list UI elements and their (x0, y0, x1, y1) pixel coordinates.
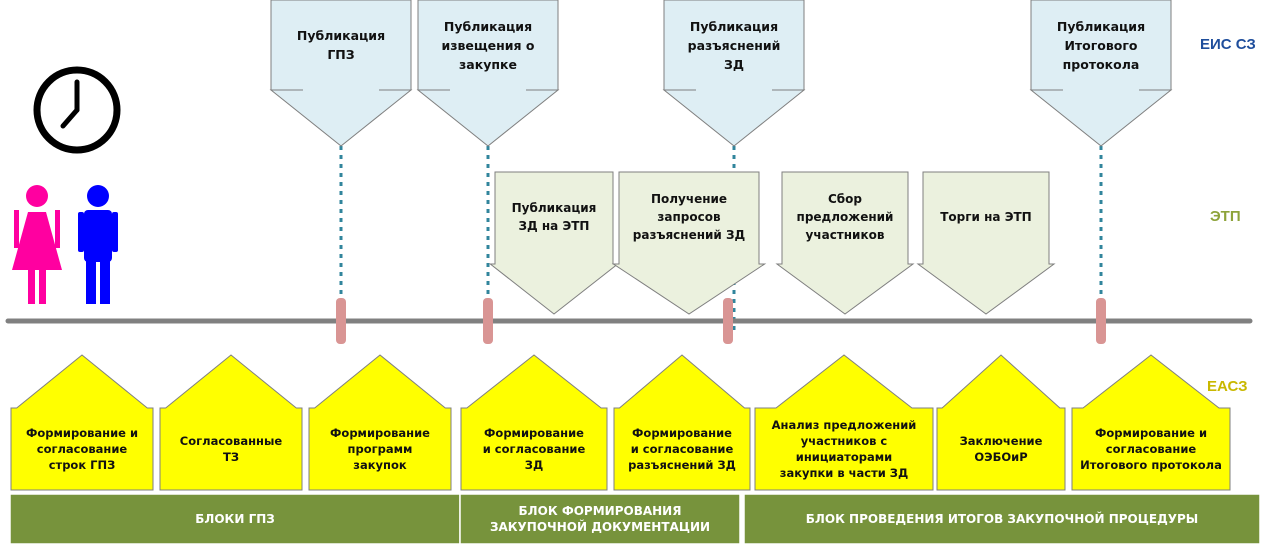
bottom-step-callout (613, 354, 751, 491)
shapes-layer (9, 0, 1261, 544)
top-step-label: Публикация разъяснений ЗД (687, 18, 781, 72)
bottom-step-label: Формирование и согласование строк ГПЗ (25, 426, 139, 472)
bottom-step-label: Формирование программ закупок (330, 426, 430, 472)
etp-step-label: Публикация ЗД на ЭТП (511, 201, 597, 233)
top-step-label: Публикация Итогового протокола (1056, 18, 1146, 72)
woman-icon (12, 185, 62, 304)
bottom-step-label: Формирование и согласование Итогового пр… (1080, 426, 1222, 472)
bottom-step-callout (1071, 354, 1231, 491)
timeline-marker (483, 298, 493, 344)
etp-step-label: Получение запросов разъяснений ЗД (632, 192, 746, 242)
etp-step-callout (488, 171, 620, 315)
bottom-step-callout (10, 354, 154, 491)
etp-step-callout (916, 171, 1056, 315)
top-step-callout (416, 0, 560, 147)
top-step-callout (662, 0, 806, 147)
block-label: БЛОК ПРОВЕДЕНИЯ ИТОГОВ ЗАКУПОЧНОЙ ПРОЦЕД… (805, 512, 1199, 526)
bottom-step-label: Заключение ОЭБОиР (959, 434, 1043, 464)
etp-step-label: Сбор предложений участников (796, 192, 894, 242)
block-label: БЛОКИ ГПЗ (195, 512, 275, 526)
top-step-label: Публикация извещения о закупке (441, 18, 535, 72)
block-bar (743, 493, 1261, 544)
bottom-step-label: Формирование и согласование ЗД (482, 426, 586, 472)
layer-label-eacz: ЕАСЗ (1207, 378, 1248, 395)
bottom-step-label: Согласованные ТЗ (179, 434, 283, 464)
layer-label-etp: ЭТП (1210, 208, 1241, 225)
timeline-marker (336, 298, 346, 344)
timeline-marker (1096, 298, 1106, 344)
bottom-step-callout (936, 354, 1066, 491)
bottom-step-label: Анализ предложений участников с инициато… (771, 418, 917, 480)
bottom-step-callout (754, 354, 934, 491)
man-icon (78, 185, 118, 304)
top-step-callout (1029, 0, 1173, 147)
etp-step-callout (775, 171, 915, 315)
layer-label-eis: ЕИС СЗ (1200, 36, 1256, 53)
clock-icon (33, 66, 121, 154)
etp-step-callout (611, 171, 767, 315)
top-step-label: Публикация ГПЗ (296, 28, 386, 62)
timeline-layer (5, 298, 1253, 344)
etp-step-label: Торги на ЭТП (940, 210, 1032, 224)
bottom-step-callout (308, 354, 452, 491)
bottom-step-callout (159, 354, 303, 491)
timeline-marker (723, 298, 733, 344)
block-label: БЛОК ФОРМИРОВАНИЯ ЗАКУПОЧНОЙ ДОКУМЕНТАЦИ… (489, 504, 711, 534)
top-step-callout (269, 0, 413, 147)
bottom-step-label: Формирование и согласование разъяснений … (628, 426, 736, 472)
block-bar (459, 493, 741, 544)
bottom-step-callout (460, 354, 608, 491)
